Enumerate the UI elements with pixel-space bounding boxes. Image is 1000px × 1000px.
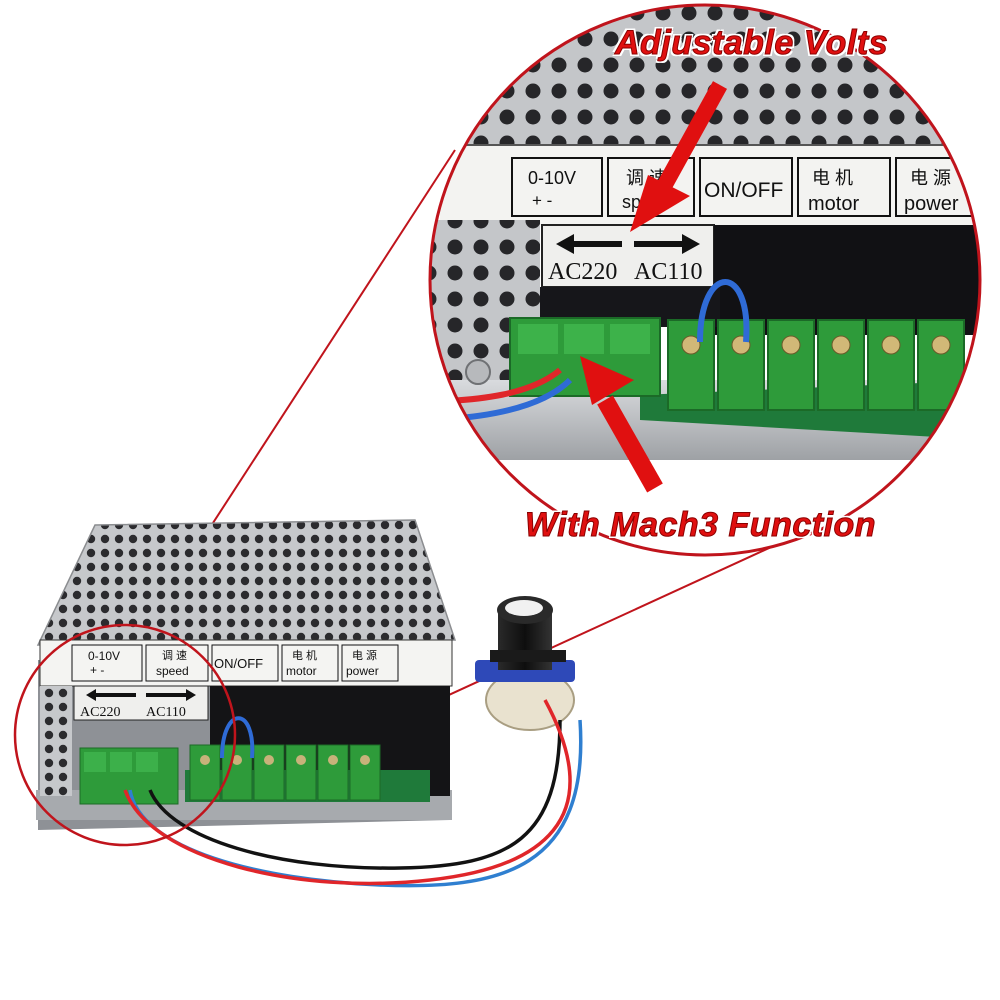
label-power: power [346, 664, 379, 678]
zoom-label-onoff: ON/OFF [704, 179, 783, 202]
wires [123, 699, 583, 888]
zoom-label-power-cn: 电 源 [910, 168, 951, 188]
callout-mach3-function: With Mach3 Function [524, 506, 877, 545]
highlight-circle-large [428, 3, 982, 557]
zoom-label-motor-cn: 电 机 [812, 168, 853, 188]
zoom-label-ac220: AC220 [548, 259, 617, 285]
label-motor: motor [286, 664, 317, 678]
potentiometer-knob [475, 596, 575, 731]
label-speed-cn: 调 速 [162, 649, 187, 662]
zoom-label-ac110: AC110 [634, 259, 702, 285]
zoom-detail: 0-10V + - 调 速 speed ON/OFF 电 机 motor 电 源… [430, 5, 980, 555]
label-motor-cn: 电 机 [292, 648, 317, 662]
label-power-cn: 电 源 [352, 648, 377, 662]
arrow-mach3-function [580, 356, 663, 493]
label-onoff: ON/OFF [214, 656, 263, 671]
zoom-label-plus-minus: + - [532, 191, 552, 210]
zoom-label-motor: motor [808, 193, 859, 215]
label-speed: speed [156, 664, 189, 678]
label-ac110: AC110 [146, 705, 186, 720]
label-voltage: 0-10V [88, 649, 120, 663]
highlight-circle-small [13, 623, 237, 847]
callout-adjustable-volts: Adjustable Volts [614, 24, 889, 63]
label-ac220: AC220 [80, 705, 120, 720]
zoom-label-voltage: 0-10V [528, 168, 576, 188]
arrow-adjustable-volts [630, 81, 728, 232]
power-supply-unit: 0-10V + - 调 速 speed ON/OFF 电 机 motor 电 源… [36, 519, 457, 830]
zoom-label-power: power [904, 193, 959, 215]
label-plus-minus: + - [90, 663, 104, 677]
